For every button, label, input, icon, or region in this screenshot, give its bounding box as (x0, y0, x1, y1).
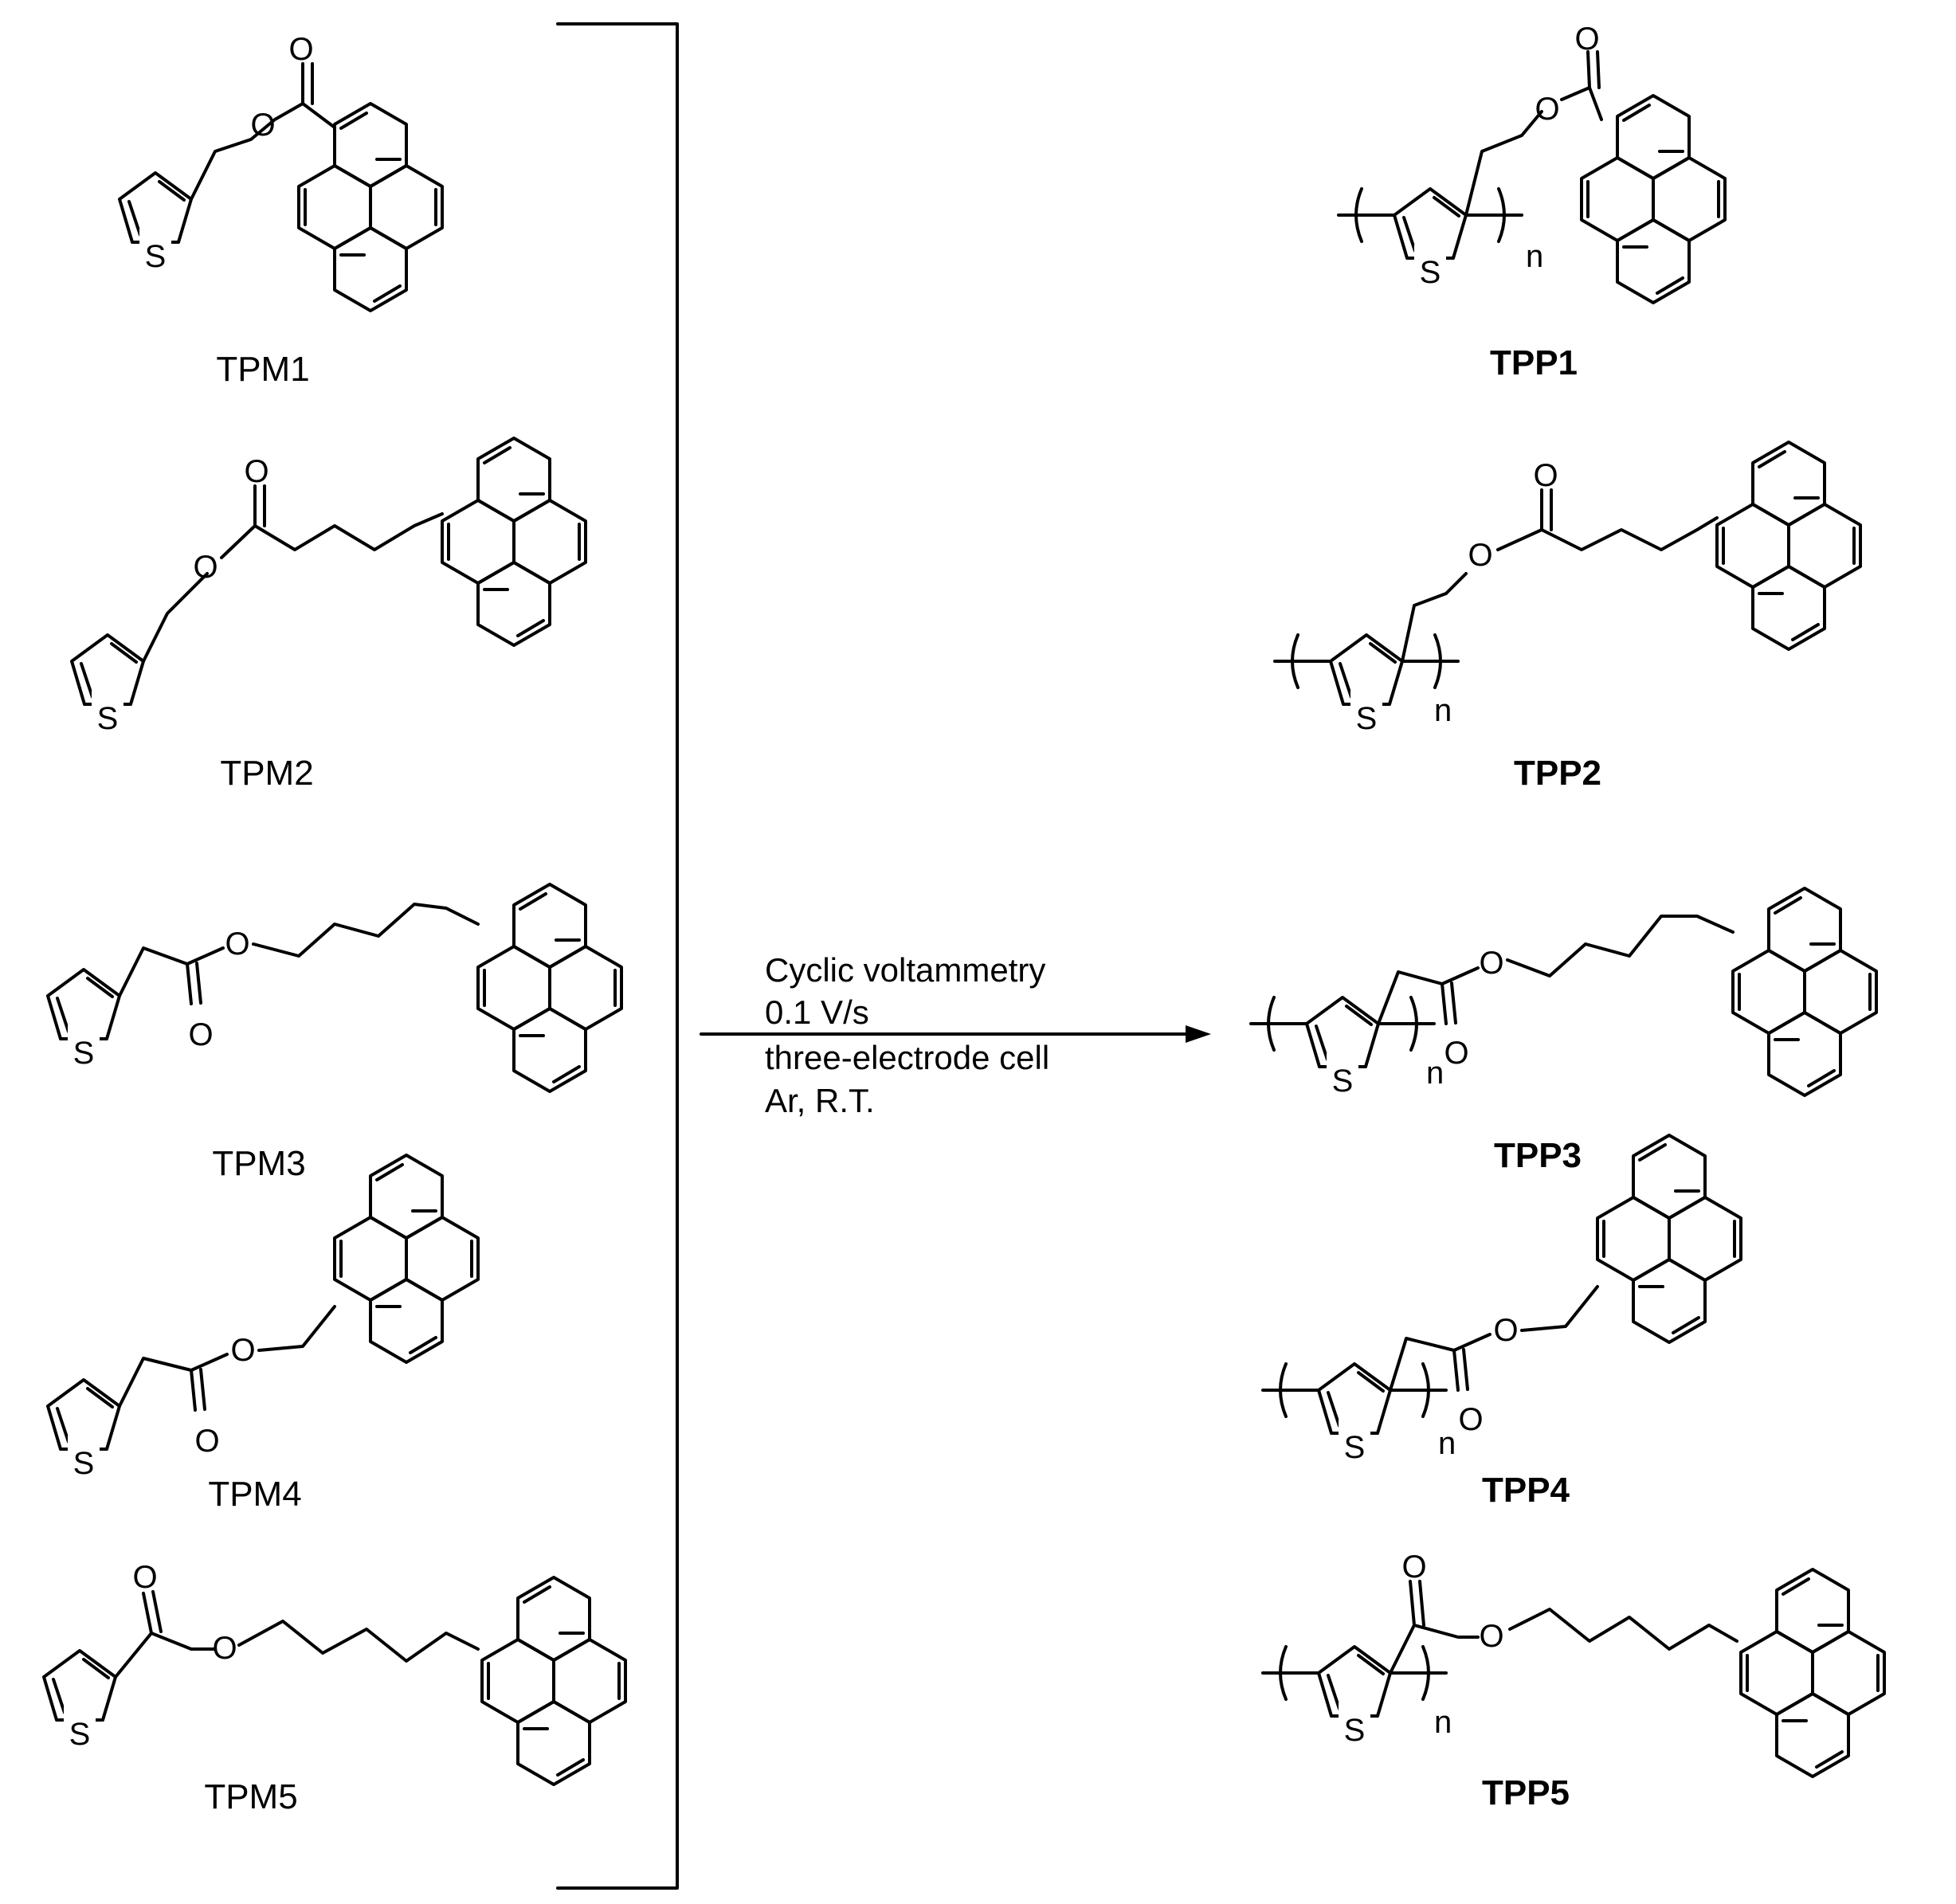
svg-text:O: O (1535, 92, 1559, 127)
svg-text:O: O (1401, 1549, 1426, 1585)
svg-text:O: O (1479, 946, 1503, 981)
polymer-tpp2-structure: S n O O (1273, 441, 1862, 736)
svg-text:O: O (250, 108, 275, 143)
monomer-bracket (556, 22, 679, 1890)
label-tpp1: TPP1 (1490, 343, 1578, 382)
svg-text:S: S (145, 239, 167, 274)
svg-text:O: O (193, 550, 218, 585)
svg-text:n: n (1438, 1426, 1456, 1461)
svg-text:O: O (288, 32, 313, 67)
condition-scan-rate: 0.1 V/s (765, 993, 869, 1031)
monomer-tpm5-structure: S O O (42, 1560, 627, 1786)
monomer-tpm1-structure: S O O (118, 32, 444, 312)
svg-text:S: S (1344, 1430, 1366, 1465)
reaction-arrow (700, 1025, 1211, 1043)
svg-text:S: S (1332, 1064, 1354, 1099)
label-tpm3: TPM3 (212, 1144, 305, 1183)
svg-text:O: O (1493, 1313, 1518, 1348)
monomer-tpm3-structure: S O O (46, 883, 623, 1093)
label-tpp5: TPP5 (1482, 1773, 1570, 1812)
svg-text:S: S (97, 701, 119, 736)
svg-text:S: S (1344, 1713, 1366, 1748)
polymer-tpp1-structure: S n O O (1337, 22, 1727, 304)
svg-text:O: O (1458, 1402, 1483, 1437)
condition-method: Cyclic voltammetry (765, 951, 1045, 989)
monomer-tpm4-structure: S O O (46, 1154, 480, 1481)
svg-text:O: O (194, 1424, 219, 1459)
polymer-tpp5-structure: S n O O (1261, 1549, 1886, 1778)
svg-text:S: S (1356, 701, 1378, 736)
label-tpm5: TPM5 (204, 1777, 297, 1816)
condition-cell: three-electrode cell (765, 1039, 1049, 1076)
polymer-tpp3-structure: S n O O (1249, 887, 1878, 1099)
label-tpm4: TPM4 (208, 1475, 301, 1514)
svg-text:O: O (188, 1017, 213, 1052)
label-tpp3: TPP3 (1494, 1136, 1582, 1175)
label-tpm2: TPM2 (220, 754, 313, 793)
svg-text:S: S (1420, 255, 1441, 290)
svg-text:S: S (73, 1036, 95, 1071)
svg-text:O: O (1533, 458, 1558, 493)
svg-text:n: n (1426, 1056, 1444, 1091)
svg-text:n: n (1434, 693, 1452, 728)
label-tpm1: TPM1 (216, 350, 309, 389)
label-tpp4: TPP4 (1482, 1471, 1570, 1510)
svg-text:S: S (69, 1717, 91, 1752)
svg-text:n: n (1526, 239, 1543, 274)
svg-text:O: O (225, 927, 249, 962)
svg-text:O: O (132, 1560, 157, 1595)
svg-text:O: O (1444, 1036, 1468, 1071)
svg-text:O: O (230, 1333, 255, 1368)
svg-text:O: O (1479, 1619, 1503, 1654)
svg-text:S: S (73, 1446, 95, 1481)
polymer-tpp4-structure: S n O O (1261, 1134, 1742, 1465)
svg-text:O: O (244, 454, 269, 489)
condition-atmosphere: Ar, R.T. (765, 1082, 875, 1119)
monomer-tpm2-structure: S O O (70, 437, 587, 736)
svg-text:O: O (212, 1631, 237, 1666)
svg-text:O: O (1574, 22, 1599, 57)
svg-text:n: n (1434, 1705, 1452, 1740)
label-tpp2: TPP2 (1514, 754, 1601, 793)
svg-text:O: O (1468, 538, 1492, 573)
